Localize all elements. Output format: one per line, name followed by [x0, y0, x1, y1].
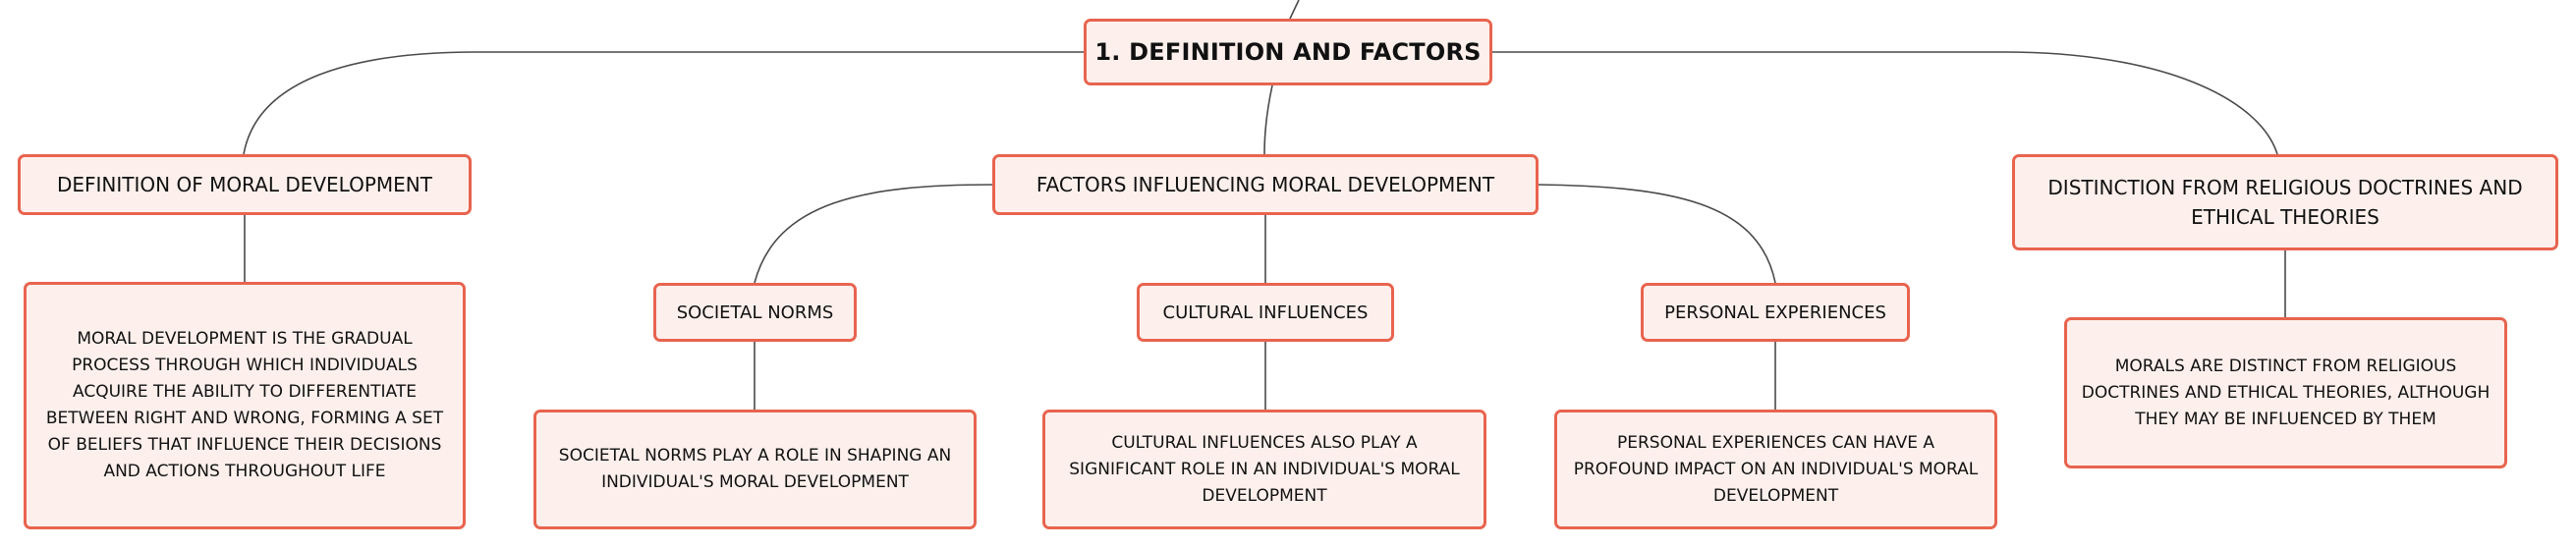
connector-factors-to-personal [1538, 184, 1776, 284]
root-node-label: 1. DEFINITION AND FACTORS [1094, 38, 1482, 66]
societal-norms-detail-text: SOCIETAL NORMS PLAY A ROLE IN SHAPING AN… [558, 446, 952, 492]
societal-norms-detail-node[interactable]: SOCIETAL NORMS PLAY A ROLE IN SHAPING AN… [533, 410, 977, 529]
cultural-influences-detail-text: CULTURAL INFLUENCES ALSO PLAY A SIGNIFIC… [1069, 432, 1460, 506]
definition-node[interactable]: DEFINITION OF MORAL DEVELOPMENT [18, 154, 472, 215]
distinction-node-label: DISTINCTION FROM RELIGIOUS DOCTRINES AND… [2047, 176, 2523, 229]
distinction-detail-text: MORALS ARE DISTINCT FROM RELIGIOUS DOCTR… [2081, 356, 2491, 429]
factors-node[interactable]: FACTORS INFLUENCING MORAL DEVELOPMENT [992, 154, 1539, 215]
connector-root-to-distinction [1492, 51, 2278, 155]
cultural-influences-node[interactable]: CULTURAL INFLUENCES [1137, 283, 1394, 342]
distinction-detail-node[interactable]: MORALS ARE DISTINCT FROM RELIGIOUS DOCTR… [2064, 317, 2507, 468]
personal-experiences-node-label: PERSONAL EXPERIENCES [1664, 302, 1886, 323]
cultural-influences-node-label: CULTURAL INFLUENCES [1162, 302, 1369, 323]
connector-root-to-factors [1263, 84, 1273, 155]
root-node[interactable]: 1. DEFINITION AND FACTORS [1084, 19, 1492, 85]
societal-norms-node[interactable]: SOCIETAL NORMS [653, 283, 857, 342]
factors-node-label: FACTORS INFLUENCING MORAL DEVELOPMENT [1036, 173, 1495, 196]
personal-experiences-detail-node[interactable]: PERSONAL EXPERIENCES CAN HAVE A PROFOUND… [1554, 410, 1997, 529]
societal-norms-node-label: SOCIETAL NORMS [676, 302, 834, 323]
distinction-node[interactable]: DISTINCTION FROM RELIGIOUS DOCTRINES AND… [2012, 154, 2558, 250]
personal-experiences-node[interactable]: PERSONAL EXPERIENCES [1641, 283, 1910, 342]
connector-factors-to-societal [754, 184, 993, 284]
definition-detail-node[interactable]: MORAL DEVELOPMENT IS THE GRADUAL PROCESS… [24, 282, 466, 529]
connector-parent-to-root [1289, 0, 1300, 20]
cultural-influences-detail-node[interactable]: CULTURAL INFLUENCES ALSO PLAY A SIGNIFIC… [1042, 410, 1486, 529]
definition-detail-text: MORAL DEVELOPMENT IS THE GRADUAL PROCESS… [45, 329, 444, 481]
connector-root-to-definition [243, 51, 1084, 155]
personal-experiences-detail-text: PERSONAL EXPERIENCES CAN HAVE A PROFOUND… [1573, 432, 1979, 506]
definition-node-label: DEFINITION OF MORAL DEVELOPMENT [56, 173, 432, 196]
